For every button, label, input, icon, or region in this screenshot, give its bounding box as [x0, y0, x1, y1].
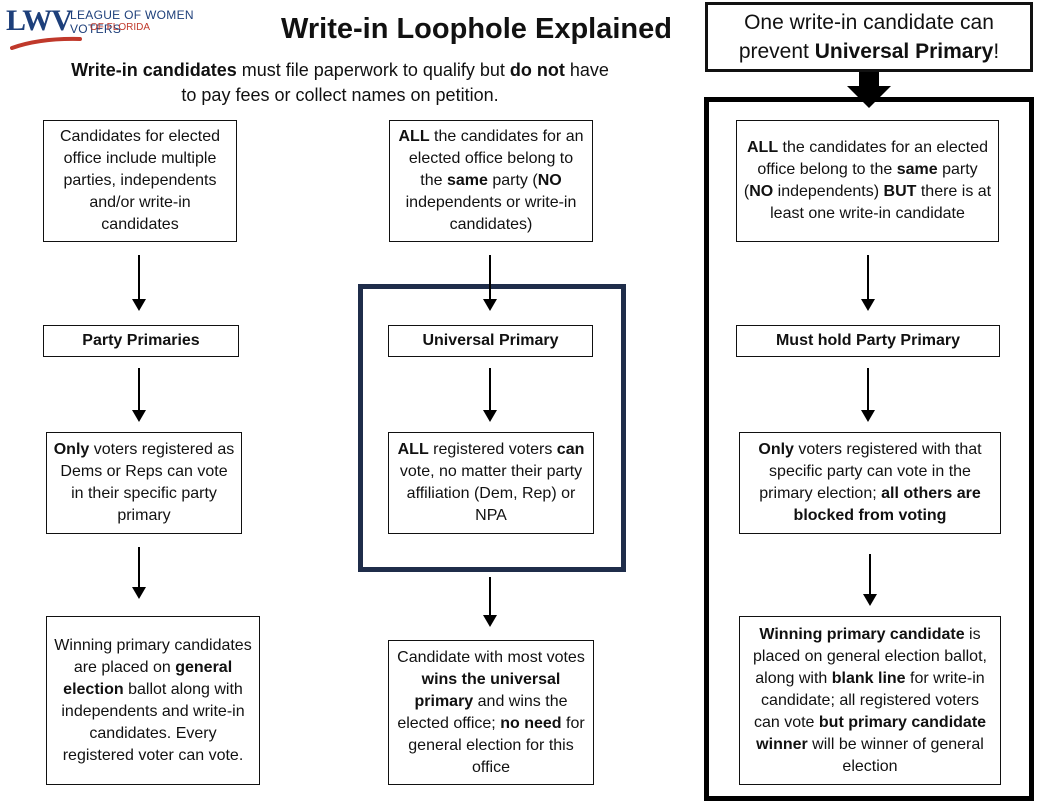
right-box-write-in: ALL the candidates for an elected office…	[736, 120, 999, 242]
logo-text-line1: LEAGUE OF WOMEN VOTERS	[70, 8, 194, 36]
left-box-voters-text: Only voters registered as Dems or Reps c…	[53, 439, 235, 527]
right-box4-text-2: for write-in candidate; all registered v…	[753, 669, 985, 731]
subtitle-bold-1: Write-in candidates	[71, 60, 237, 80]
left-box-general-election: Winning primary candidates are placed on…	[46, 616, 260, 785]
left-arrow-1	[132, 255, 146, 311]
middle-box-same-party-text: ALL the candidates for an elected office…	[396, 126, 586, 236]
middle-box4-text-2: and wins the elected office;	[397, 692, 568, 732]
universal-primary-frame	[358, 284, 626, 572]
logo-mark: LWV	[6, 4, 73, 37]
right-box4-text-1: is placed on general election ballot, al…	[753, 625, 987, 687]
right-arrow-2	[861, 368, 875, 422]
callout-text-1: One write-in candidate can prevent	[738, 11, 994, 63]
right-box4-bold-2: blank line	[831, 669, 906, 687]
logo-text-line2: OF FLORIDA	[90, 22, 151, 33]
middle-box1-bold-3: NO	[537, 172, 562, 189]
right-box-blank-line-text: Winning primary candidate is placed on g…	[746, 624, 994, 778]
middle-box-universal-primary-text: Universal Primary	[422, 332, 559, 349]
right-box3-bold-1: Only	[758, 441, 794, 458]
right-box-only-party: Only voters registered with that specifi…	[739, 432, 1001, 534]
left-box4-text-2: ballot along with independents and write…	[61, 680, 245, 764]
middle-box-wins-office-text: Candidate with most votes wins the unive…	[395, 647, 587, 779]
middle-box4-bold-2: no need	[500, 714, 562, 732]
middle-box1-text-2: party (	[487, 172, 538, 189]
middle-box-wins-office: Candidate with most votes wins the unive…	[388, 640, 594, 785]
middle-box4-text-3: for general election for this office	[408, 714, 585, 776]
right-box1-text-2: party (	[743, 161, 978, 200]
left-box-party-primaries: Party Primaries	[43, 325, 239, 357]
middle-arrow-1	[483, 255, 497, 311]
callout-bold: Universal Primary	[814, 40, 994, 63]
middle-box4-bold-1: wins the universal primary	[414, 670, 561, 710]
callout-text-2: !	[993, 40, 1000, 63]
middle-box4-text-1: Candidate with most votes	[397, 648, 585, 666]
left-box4-bold: general election	[63, 658, 233, 698]
left-box-candidates: Candidates for elected office include mu…	[43, 120, 237, 242]
subtitle-text-2: have to pay fees or collect names on pet…	[181, 60, 609, 105]
middle-box-all-voters: ALL registered voters can vote, no matte…	[388, 432, 594, 534]
page-subtitle: Write-in candidates must file paperwork …	[70, 58, 610, 108]
left-box-voters-rest: voters registered as Dems or Reps can vo…	[60, 441, 235, 524]
right-box-blank-line: Winning primary candidate is placed on g…	[739, 616, 1001, 785]
middle-box-all-voters-text: ALL registered voters can vote, no matte…	[395, 439, 587, 527]
left-box-voters-bold: Only	[53, 441, 90, 458]
left-arrow-2	[132, 368, 146, 422]
right-box-only-party-text: Only voters registered with that specifi…	[746, 439, 994, 527]
right-box1-bold-2: same	[896, 161, 938, 178]
right-box1-bold-3: NO	[749, 183, 774, 200]
right-arrow-3	[863, 554, 877, 606]
callout-arrow-stem	[859, 72, 879, 86]
left-box-voters: Only voters registered as Dems or Reps c…	[46, 432, 242, 534]
right-box1-text-3: independents)	[773, 183, 884, 200]
left-box4-text-1: Winning primary candidates are placed on	[54, 636, 252, 676]
middle-arrow-3	[483, 577, 497, 627]
middle-box3-text-2: vote, no matter their party affiliation …	[399, 463, 583, 524]
right-box1-bold-1: ALL	[746, 139, 779, 156]
middle-box3-text-1: registered voters	[428, 441, 557, 458]
left-box-general-election-text: Winning primary candidates are placed on…	[53, 635, 253, 767]
right-box1-text-4: there is at least one write-in candidate	[770, 183, 992, 222]
middle-arrow-2	[483, 368, 497, 422]
subtitle-text-1: must file paperwork to qualify but	[236, 60, 510, 80]
page-title: Write-in Loophole Explained	[281, 13, 672, 45]
left-arrow-3	[132, 547, 146, 599]
right-box-must-hold-text: Must hold Party Primary	[775, 332, 961, 349]
subtitle-bold-2: do not	[509, 60, 565, 80]
lwv-logo: LWV LEAGUE OF WOMEN VOTERS OF FLORIDA	[6, 2, 246, 50]
middle-box3-bold-2: can	[556, 441, 585, 458]
right-box3-bold-2: all others are blocked from voting	[793, 485, 981, 524]
middle-box1-text-3: independents or write-in candidates)	[405, 194, 577, 233]
right-arrow-1	[861, 255, 875, 311]
middle-box3-bold-1: ALL	[397, 441, 429, 458]
right-box1-bold-4: BUT	[883, 183, 917, 200]
right-box3-text-1: voters registered with that specific par…	[759, 441, 982, 502]
right-box-write-in-text: ALL the candidates for an elected office…	[743, 137, 992, 225]
right-box1-text-1: the candidates for an elected office bel…	[757, 139, 989, 178]
middle-box1-text-1: the candidates for an elected office bel…	[408, 128, 584, 189]
middle-box-same-party: ALL the candidates for an elected office…	[389, 120, 593, 242]
right-box4-bold-1: Winning primary candidate	[759, 625, 965, 643]
left-box-party-primaries-text: Party Primaries	[82, 332, 200, 349]
middle-box1-bold-2: same	[446, 172, 488, 189]
logo-swoosh-icon	[10, 36, 82, 50]
middle-box-universal-primary: Universal Primary	[388, 325, 593, 357]
middle-box1-bold-1: ALL	[398, 128, 430, 145]
right-box4-bold-3: but primary candidate winner	[756, 713, 987, 753]
callout-box: One write-in candidate can prevent Unive…	[705, 2, 1033, 72]
right-box4-text-3: will be winner of general election	[807, 735, 984, 775]
write-in-loophole-frame	[704, 97, 1034, 801]
right-box-must-hold: Must hold Party Primary	[736, 325, 1000, 357]
left-box-candidates-text: Candidates for elected office include mu…	[59, 128, 221, 233]
